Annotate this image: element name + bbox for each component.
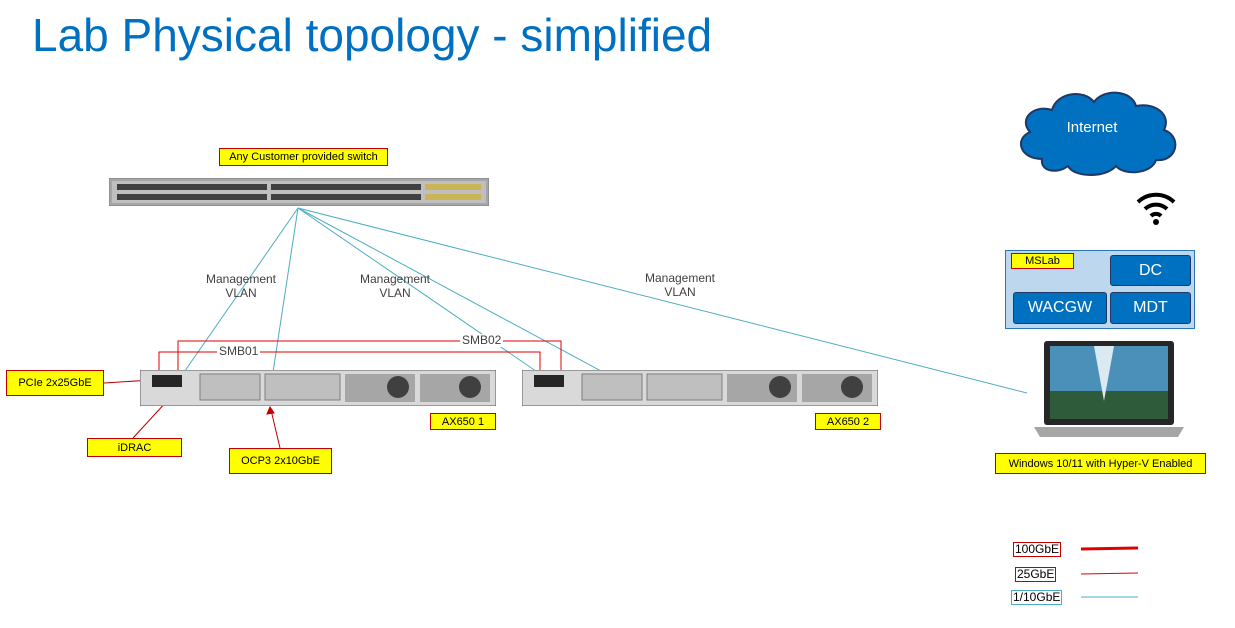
cloud-label: Internet bbox=[1066, 119, 1118, 136]
vlan-label-1: Management VLAN bbox=[205, 272, 277, 300]
ocp3-callout: OCP3 2x10GbE bbox=[229, 448, 332, 474]
smb01-link bbox=[158, 351, 541, 378]
link-switch-server1-a bbox=[179, 207, 299, 379]
internet-cloud-icon bbox=[1019, 91, 1177, 176]
links-25gbe bbox=[158, 340, 562, 378]
server-2-label: AX650 2 bbox=[815, 413, 881, 430]
link-switch-laptop bbox=[297, 207, 1028, 394]
wifi-icon bbox=[1136, 192, 1176, 225]
smb01-label: SMB01 bbox=[217, 344, 261, 358]
legend-label-100gbe: 100GbE bbox=[1013, 542, 1062, 557]
link-switch-server2-b bbox=[297, 207, 641, 393]
laptop-icon bbox=[1034, 341, 1184, 437]
server-1-chassis bbox=[140, 370, 496, 406]
vm-mdt: MDT bbox=[1110, 292, 1191, 324]
laptop-label: Windows 10/11 with Hyper-V Enabled bbox=[995, 453, 1206, 474]
vm-wacgw: WACGW bbox=[1013, 292, 1107, 324]
legend-line-100gbe bbox=[1080, 546, 1139, 551]
legend-line-25gbe bbox=[1080, 572, 1139, 575]
vlan-label-2: Management VLAN bbox=[359, 272, 431, 300]
switch-label: Any Customer provided switch bbox=[219, 148, 388, 166]
legend-label-10gbe: 1/10GbE bbox=[1011, 590, 1063, 605]
legend-label-25gbe: 25GbE bbox=[1015, 567, 1057, 582]
link-switch-server2-a bbox=[297, 207, 547, 379]
links-10gbe bbox=[179, 207, 1028, 394]
vlan-label-3: Management VLAN bbox=[644, 271, 716, 299]
smb02-label: SMB02 bbox=[460, 333, 504, 347]
server-2-chassis bbox=[522, 370, 878, 406]
mslab-tag: MSLab bbox=[1011, 253, 1074, 269]
link-switch-server1-b bbox=[269, 207, 299, 393]
pcie-callout: PCIe 2x25GbE bbox=[6, 370, 104, 396]
page-title: Lab Physical topology - simplified bbox=[32, 9, 713, 61]
idrac-callout: iDRAC bbox=[87, 438, 182, 457]
vm-dc: DC bbox=[1110, 255, 1191, 286]
smb02-link bbox=[177, 340, 562, 378]
server-1-label: AX650 1 bbox=[430, 413, 496, 430]
network-switch bbox=[109, 178, 489, 206]
